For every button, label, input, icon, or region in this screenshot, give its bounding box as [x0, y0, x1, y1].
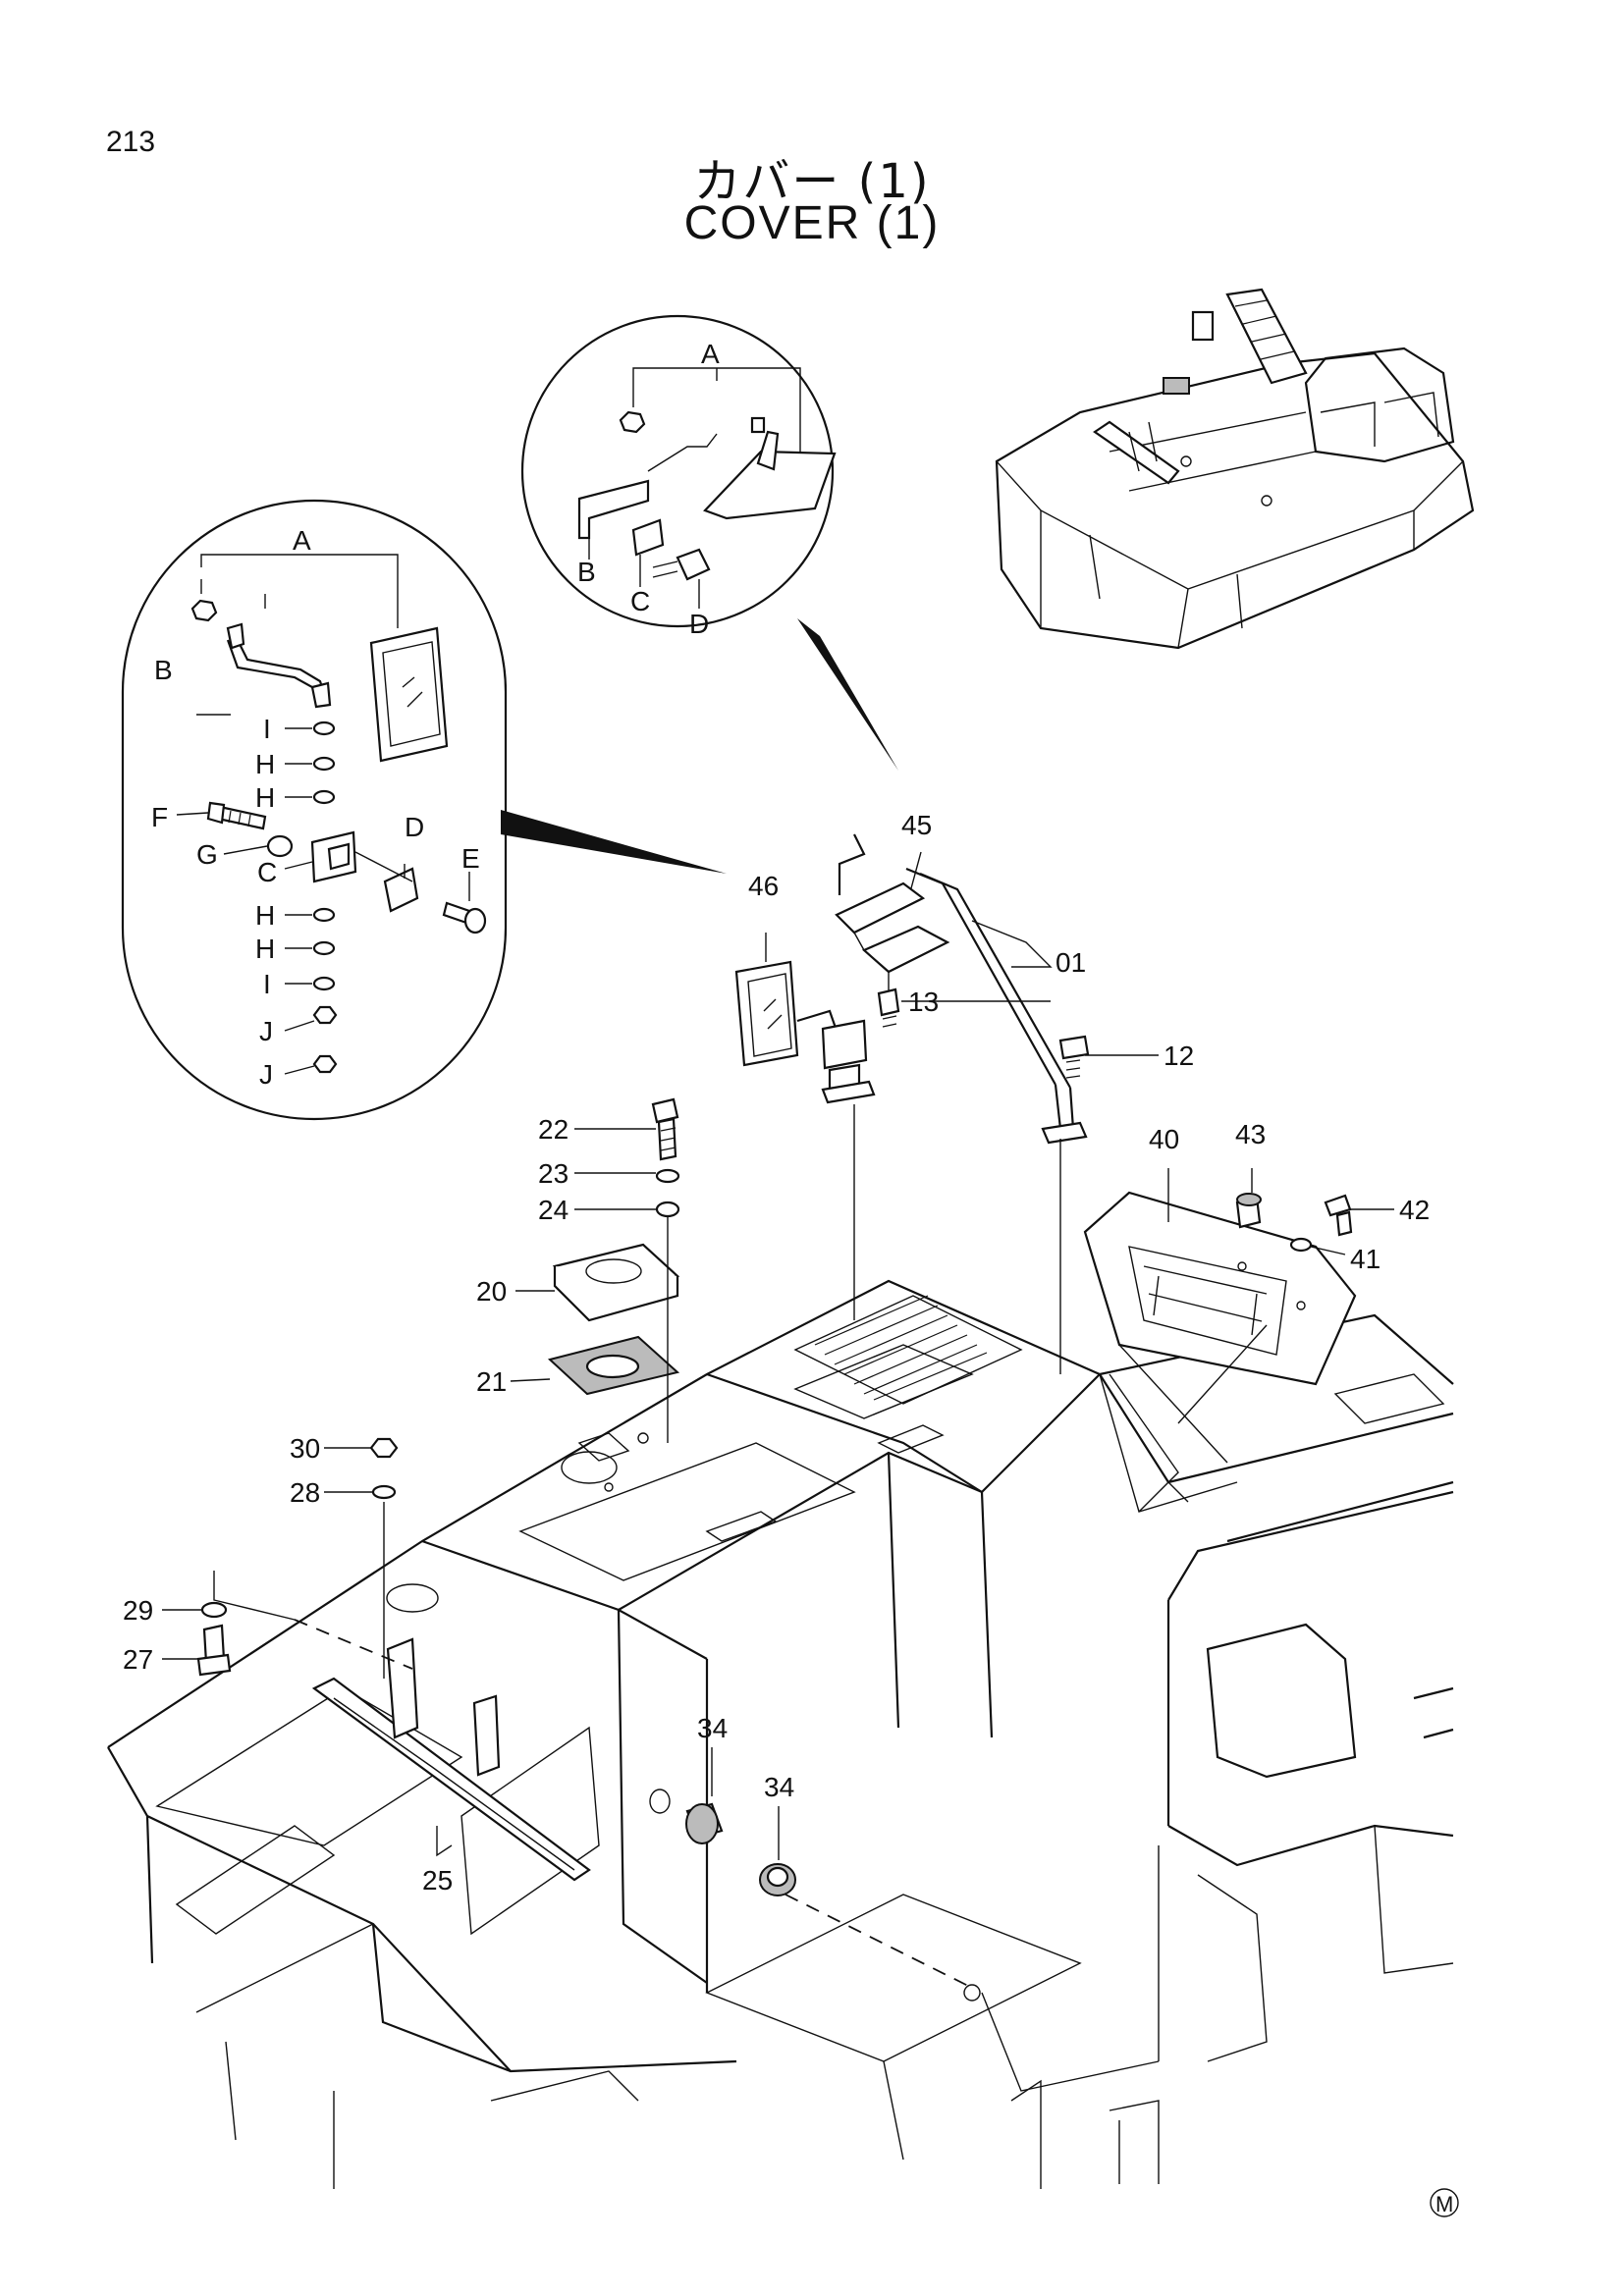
mirror-label-G: G: [196, 839, 218, 870]
lamp-label-A: A: [701, 339, 720, 369]
mirror-label-A: A: [293, 525, 311, 556]
callout-24: 24: [538, 1195, 568, 1225]
mirror-label-B: B: [154, 655, 173, 685]
lamp-label-B: B: [577, 557, 596, 587]
work-lamp-detail-circle: [520, 314, 898, 771]
page-number: 213: [106, 126, 156, 158]
machine-overview-illustration: [995, 288, 1475, 650]
m-mark: M: [1430, 2188, 1459, 2217]
m-mark-letter: M: [1435, 2192, 1453, 2216]
lamp-label-C: C: [630, 586, 650, 616]
mirror-label-I: I: [263, 714, 271, 744]
leader-lines: [162, 538, 1394, 1989]
part-callout-numbers: 45 46 01 13 12 22 23 24 20 21 40 43 42 4…: [123, 810, 1430, 1896]
callout-01: 01: [1056, 947, 1086, 978]
mirror-detail-labels: A B I H H F G C D E H H I J J: [151, 525, 480, 1090]
mirror-label-H: H: [255, 934, 275, 964]
callout-34: 34: [697, 1713, 728, 1743]
page-title-english: COVER (1): [683, 197, 941, 249]
callout-40: 40: [1149, 1124, 1179, 1154]
mirror-label-E: E: [461, 843, 480, 874]
mirror-label-J: J: [259, 1016, 273, 1046]
callout-20: 20: [476, 1276, 507, 1307]
callout-28: 28: [290, 1477, 320, 1508]
callout-27: 27: [123, 1644, 153, 1675]
callout-45: 45: [901, 810, 932, 840]
mirror-label-C: C: [257, 857, 277, 887]
mirror-label-H: H: [255, 900, 275, 931]
callout-21: 21: [476, 1366, 507, 1397]
mirror-label-I: I: [263, 969, 271, 999]
callout-30: 30: [290, 1433, 320, 1464]
callout-23: 23: [538, 1158, 568, 1189]
machine-upper-structure: [107, 1097, 1454, 2189]
callout-41: 41: [1350, 1244, 1380, 1274]
callout-22: 22: [538, 1114, 568, 1145]
rear-view-mirror-detail-panel: [121, 499, 727, 1121]
callout-46: 46: [748, 871, 779, 901]
mirror-label-H: H: [255, 749, 275, 779]
callout-42: 42: [1399, 1195, 1430, 1225]
mirror-and-lamp-assembly: [734, 833, 1090, 1145]
callout-34: 34: [764, 1772, 794, 1802]
callout-29: 29: [123, 1595, 153, 1626]
lamp-label-D: D: [689, 609, 709, 639]
mirror-label-H: H: [255, 782, 275, 813]
callout-12: 12: [1164, 1041, 1194, 1071]
mirror-label-J: J: [259, 1059, 273, 1090]
callout-43: 43: [1235, 1119, 1266, 1149]
mirror-label-F: F: [151, 802, 168, 832]
callout-25: 25: [422, 1865, 453, 1896]
mirror-label-D: D: [405, 812, 424, 842]
page-title-japanese: カバー (1): [693, 154, 931, 209]
lamp-detail-labels: A B C D: [577, 339, 720, 639]
callout-13: 13: [908, 987, 939, 1017]
